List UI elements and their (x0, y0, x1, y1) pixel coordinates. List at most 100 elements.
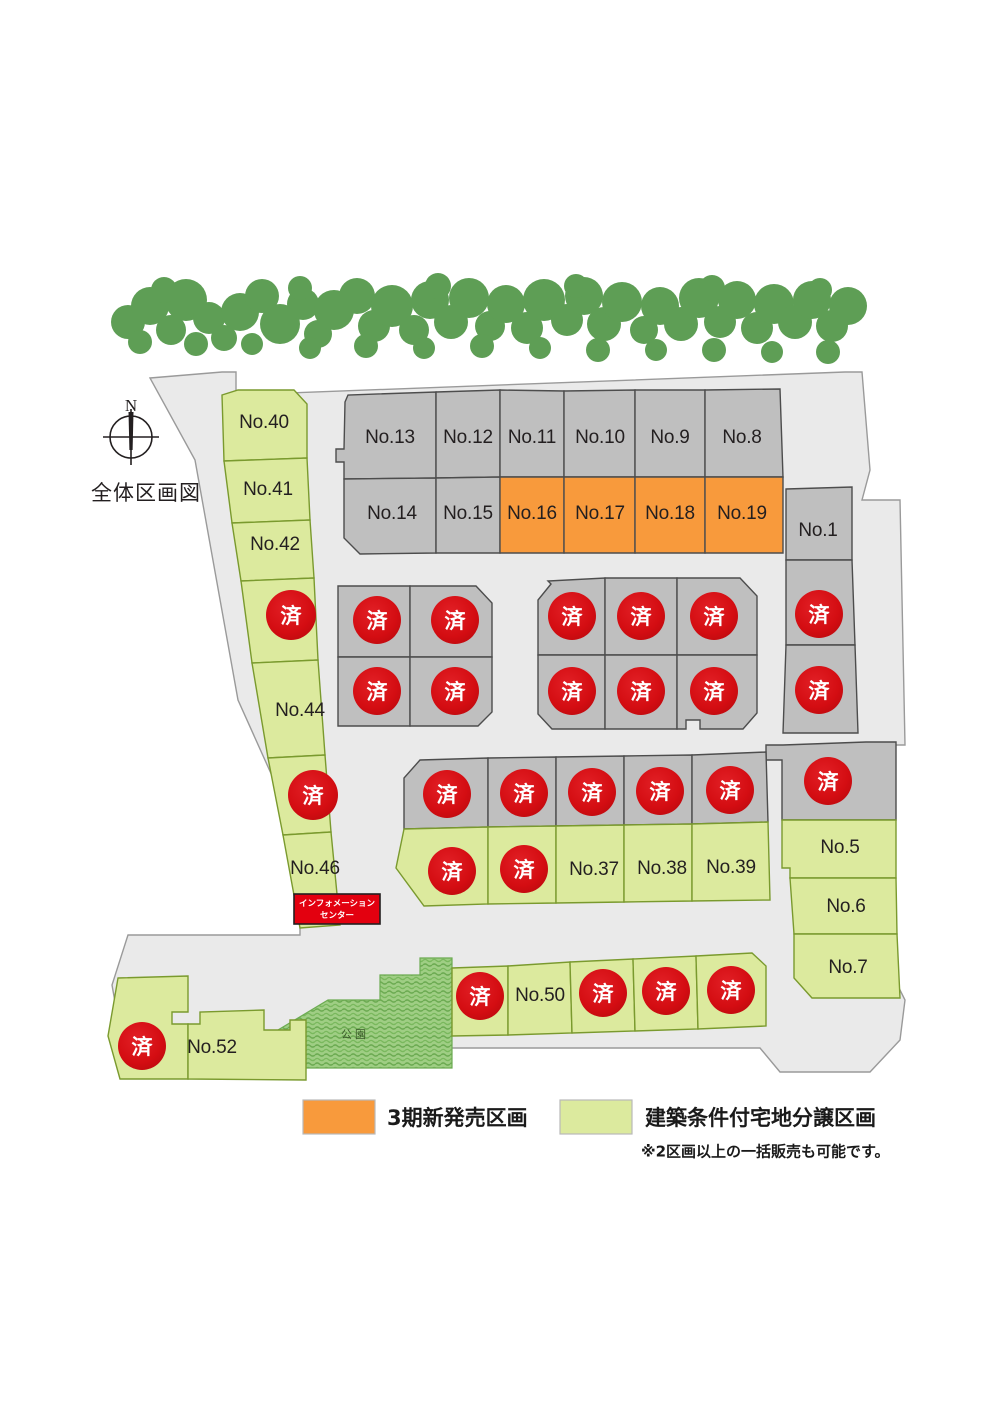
sold-mark-text: 済 (593, 982, 615, 1006)
plot-block-west-column: No.40 No.41 No.42 No.44 No.46 済 済 (221, 389, 341, 929)
plot-label-No.17: No.17 (575, 503, 625, 524)
sold-badge-No.51: 済 (579, 969, 627, 1017)
sold-badge-cw-2: 済 (431, 596, 479, 644)
sold-mark-text: 済 (281, 604, 303, 628)
sold-badge-No.53: 済 (118, 1022, 166, 1070)
sold-badge-cw-3: 済 (353, 667, 401, 715)
sold-mark-text: 済 (818, 770, 840, 794)
sold-badge-No.35: 済 (428, 847, 476, 895)
sold-mark-text: 済 (367, 609, 389, 633)
plot-block-center-west: 済 済 済 済 (337, 585, 493, 727)
sold-badge-sn-5: 済 (706, 766, 754, 814)
plot-label-No.16: No.16 (507, 503, 557, 524)
legend-note: ※2区画以上の一括販売も可能です。 (641, 1143, 890, 1161)
plot-No.19[interactable] (704, 476, 784, 554)
sold-badge-ce-5: 済 (617, 667, 665, 715)
sold-badge-No.49: 済 (456, 972, 504, 1020)
sold-mark-text: 済 (132, 1035, 154, 1059)
information-center-line2: センター (320, 910, 354, 921)
plot-label-No.39: No.39 (706, 857, 756, 878)
sold-badge-ce-3: 済 (690, 592, 738, 640)
plot-label-No.11: No.11 (508, 427, 556, 448)
sold-mark-text: 済 (809, 603, 831, 627)
sold-badge-No.48: 済 (642, 967, 690, 1015)
sold-mark-text: 済 (582, 781, 604, 805)
plot-label-No.40: No.40 (239, 412, 289, 433)
sold-mark-text: 済 (562, 680, 584, 704)
sold-badge-No.3: 済 (795, 666, 843, 714)
sold-badge-No.36: 済 (500, 845, 548, 893)
plot-block-center-east: 済 済 済 済 済 済 (537, 577, 758, 730)
sold-badge-ce-6: 済 (690, 667, 738, 715)
sold-mark-text: 済 (445, 680, 467, 704)
plot-label-No.37: No.37 (569, 859, 619, 880)
plot-label-No.15: No.15 (443, 503, 493, 524)
sold-mark-text: 済 (562, 605, 584, 629)
plot-label-No.41: No.41 (243, 479, 293, 500)
plot-block-south-north: 済 済 済 済 済 (403, 751, 769, 830)
plot-label-No.5: No.5 (820, 837, 859, 858)
sold-badge-sn-3: 済 (568, 768, 616, 816)
sold-badge-ce-4: 済 (548, 667, 596, 715)
information-center-line1: インフォメーション (299, 899, 376, 909)
sold-mark-text: 済 (650, 780, 672, 804)
sold-mark-text: 済 (514, 858, 536, 882)
plot-label-No.1: No.1 (798, 520, 837, 541)
sold-mark-text: 済 (809, 679, 831, 703)
sold-mark-text: 済 (367, 680, 389, 704)
compass-rose: N (103, 396, 159, 465)
information-center-marker[interactable]: インフォメーション センター (293, 893, 381, 925)
plot-label-No.38: No.38 (637, 858, 687, 879)
sold-badge-No.45: 済 (288, 770, 338, 820)
sold-mark-text: 済 (442, 860, 464, 884)
plot-block-bottom-left: 済 No.52 (107, 975, 307, 1081)
sold-mark-text: 済 (721, 979, 743, 1003)
sold-mark-text: 済 (704, 605, 726, 629)
plot-label-No.42: No.42 (250, 534, 300, 555)
sold-mark-text: 済 (470, 985, 492, 1009)
sold-mark-text: 済 (631, 605, 653, 629)
sold-mark-text: 済 (437, 783, 459, 807)
plot-label-No.10: No.10 (575, 427, 625, 448)
plot-label-No.44: No.44 (275, 700, 325, 721)
plot-No.39[interactable] (691, 821, 771, 902)
sold-badge-cw-4: 済 (431, 667, 479, 715)
plot-label-No.6: No.6 (826, 896, 865, 917)
legend-label-conditional: 建築条件付宅地分譲区画 (645, 1106, 876, 1130)
plot-block-top-south: No.14 No.15 No.16 No.17 No.18 No.19 (343, 476, 784, 555)
sold-mark-text: 済 (303, 784, 325, 808)
page-title: 全体区画図 (91, 481, 201, 505)
plot-label-No.52: No.52 (187, 1037, 237, 1058)
plot-No.7[interactable] (793, 933, 901, 999)
plot-No.13[interactable] (335, 391, 437, 480)
sold-mark-text: 済 (720, 779, 742, 803)
sold-badge-sn-1: 済 (423, 770, 471, 818)
tree-line (111, 273, 867, 364)
sold-badge-No.4: 済 (804, 757, 852, 805)
plot-label-No.46: No.46 (290, 858, 340, 879)
sold-badge-No.2: 済 (795, 590, 843, 638)
plot-block-top-north: No.13 No.12 No.11 No.10 No.9 No.8 (335, 388, 784, 480)
plot-label-No.18: No.18 (645, 503, 695, 524)
plot-block-bottom-row: 済 No.50 済 済 済 (451, 952, 767, 1037)
sold-badge-No.43: 済 (266, 590, 316, 640)
legend-label-new-sale: 3期新発売区画 (387, 1106, 528, 1130)
plot-label-No.9: No.9 (650, 427, 689, 448)
sold-badge-ce-1: 済 (548, 592, 596, 640)
plot-label-No.7: No.7 (828, 957, 867, 978)
legend-swatch-conditional (559, 1099, 633, 1135)
plot-No.52[interactable] (187, 1009, 307, 1081)
legend-swatch-new-sale (302, 1099, 376, 1135)
park-label: 公園 (341, 1028, 369, 1041)
plot-label-No.13: No.13 (365, 427, 415, 448)
plot-No.14[interactable] (343, 477, 437, 555)
sold-badge-cw-1: 済 (353, 596, 401, 644)
sold-badge-No.47: 済 (707, 966, 755, 1014)
plot-block-east-column: No.1 No.5 No.6 No.7 済 済 済 (765, 486, 901, 999)
sold-mark-text: 済 (445, 609, 467, 633)
plot-label-No.8: No.8 (722, 427, 761, 448)
sold-mark-text: 済 (656, 980, 678, 1004)
plot-label-No.14: No.14 (367, 503, 417, 524)
compass-north-label: N (125, 396, 137, 415)
